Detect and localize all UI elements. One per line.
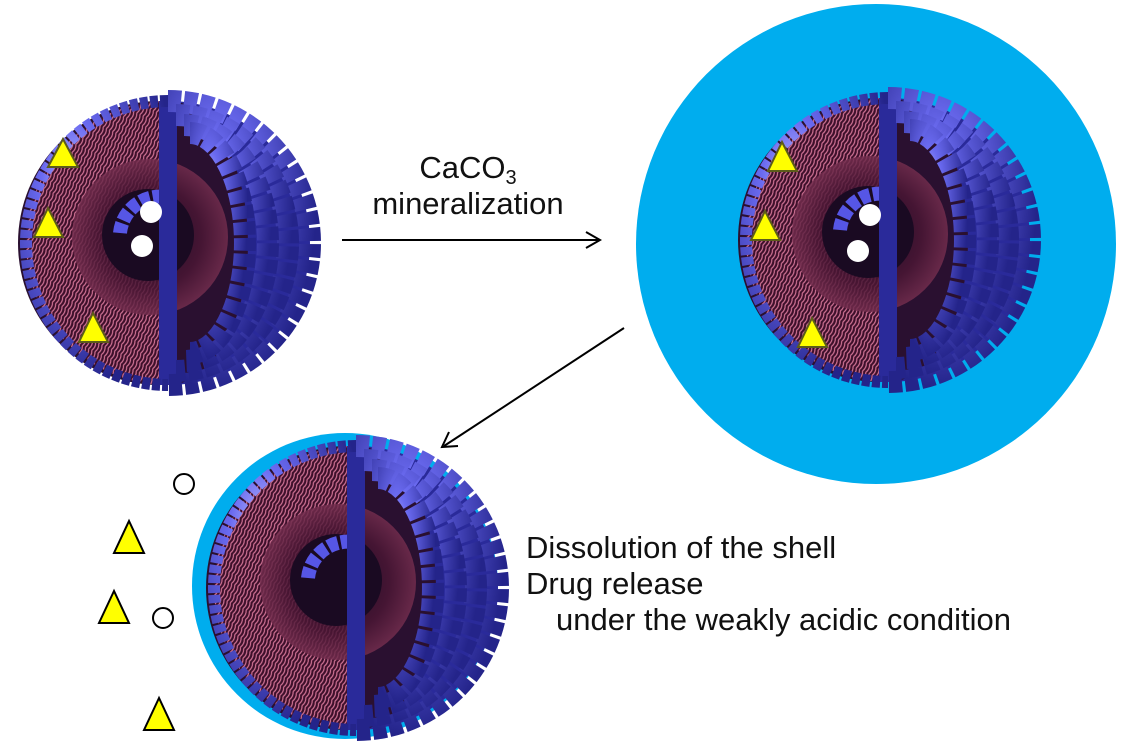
mineralization-word: mineralization [372, 186, 564, 221]
drug-triangle-icon [32, 205, 65, 238]
arrow-down-left-icon [440, 327, 625, 449]
drug-triangle-icon [749, 208, 782, 241]
released-drug-triangle-icon [142, 695, 176, 731]
formula-base: CaCO [419, 150, 506, 185]
drug-triangle-icon [766, 139, 799, 172]
released-drug-circle-icon [173, 473, 195, 495]
drug-circle-icon [140, 201, 162, 223]
release-step-label: Dissolution of the shell Drug release un… [526, 530, 1011, 638]
released-drug-triangle-icon [97, 588, 131, 624]
release-line-3: under the weakly acidic condition [556, 602, 1011, 637]
drug-triangle-icon [77, 310, 110, 343]
mineralization-step-label: CaCO3 mineralization [348, 150, 588, 222]
released-drug-triangle-icon [112, 518, 146, 554]
drug-circle-icon [847, 240, 869, 262]
drug-triangle-icon [796, 315, 829, 348]
release-line-2: Drug release [526, 566, 704, 601]
arrow-right-icon [342, 231, 603, 249]
released-drug-circle-icon [152, 607, 174, 629]
drug-circle-icon [859, 204, 881, 226]
drug-triangle-icon [46, 136, 80, 168]
release-line-1: Dissolution of the shell [526, 530, 837, 565]
liposome-dissolving [206, 446, 498, 730]
formula-subscript: 3 [505, 167, 517, 189]
drug-circle-icon [131, 235, 153, 257]
caco3-formula: CaCO3 [348, 150, 588, 189]
